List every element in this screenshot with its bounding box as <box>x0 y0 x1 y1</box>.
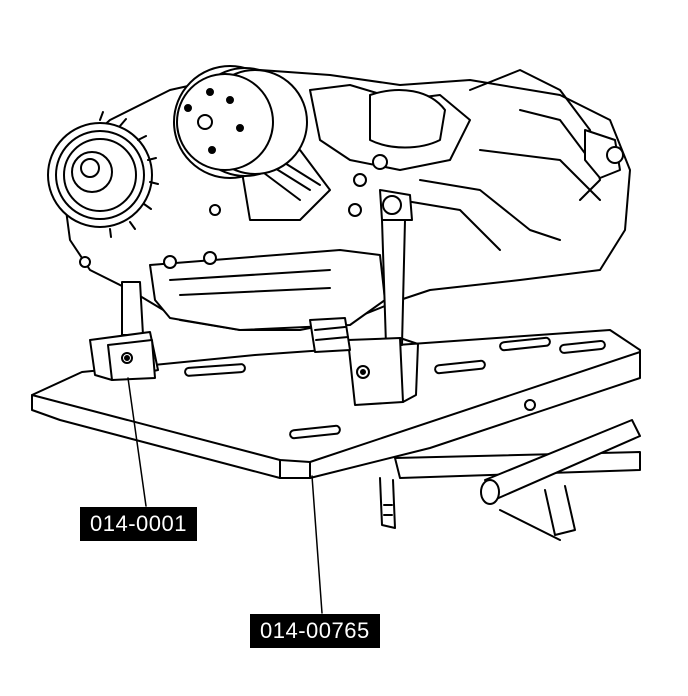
stand-frame <box>379 419 641 541</box>
leader-line-014-00765 <box>311 475 323 614</box>
mounting-plate <box>31 329 641 479</box>
support-arm-right <box>309 189 419 406</box>
callout-label-014-00765: 014-00765 <box>250 614 380 648</box>
callout-label-014-0001: 014-0001 <box>80 507 197 541</box>
leader-line-014-0001 <box>127 377 147 507</box>
compressor-pulley <box>173 65 308 179</box>
crank-pulley <box>47 111 159 238</box>
support-arm-left <box>89 281 159 381</box>
